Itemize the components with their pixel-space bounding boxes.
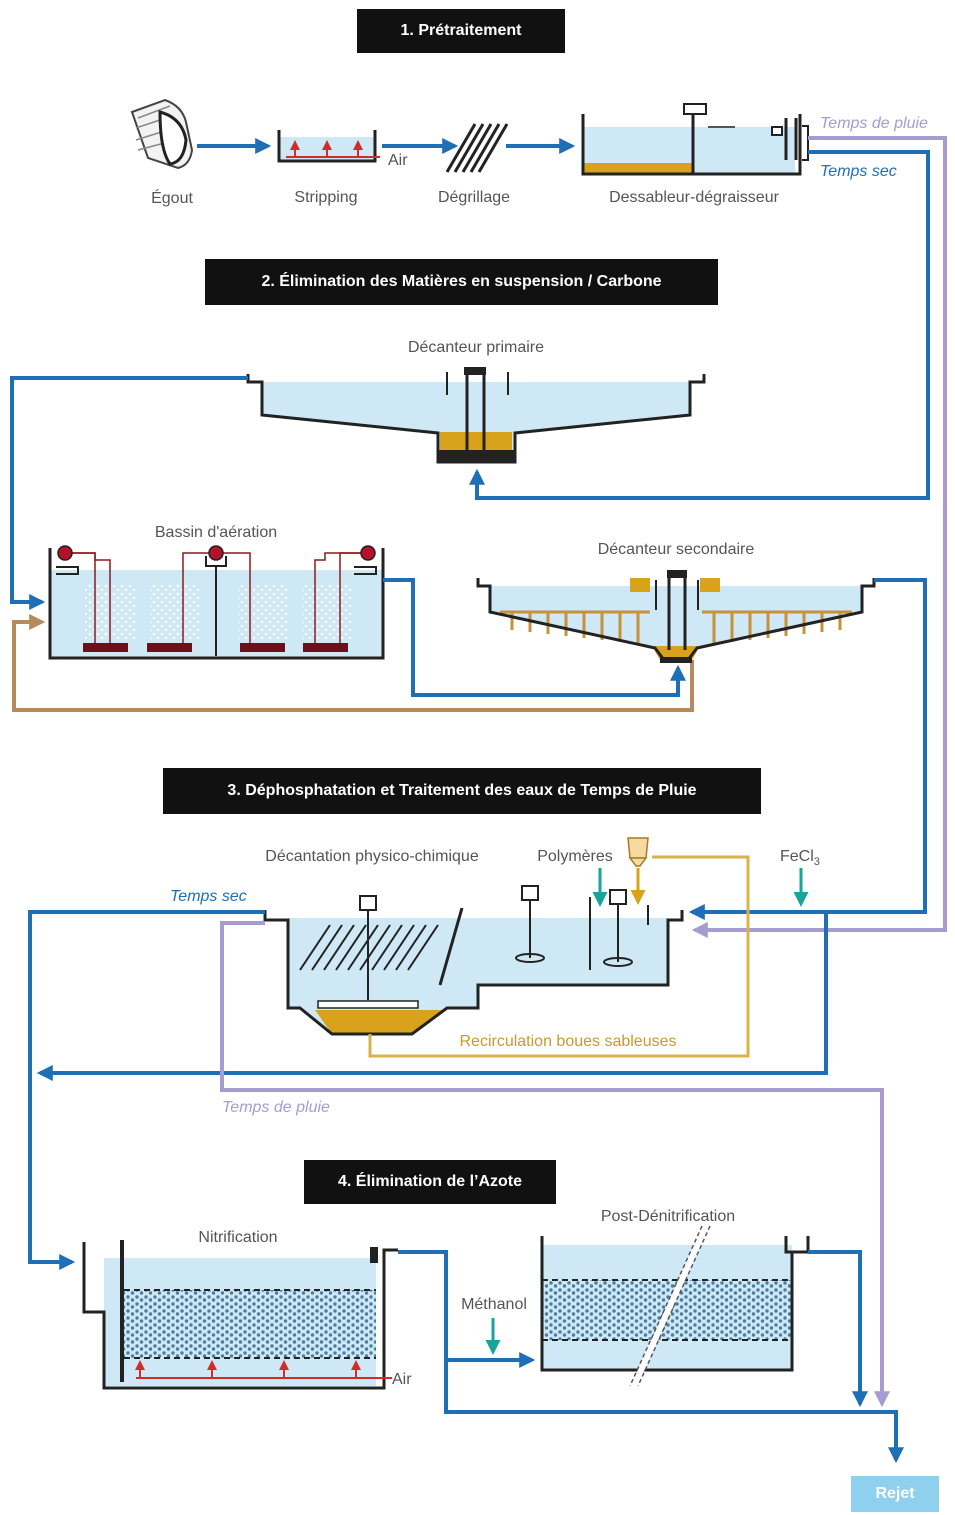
decantation-physico-tank (263, 885, 684, 1036)
dry-weather-label-2: Temps sec (170, 888, 247, 905)
fecl3-label: FeCl3 (780, 848, 820, 868)
dessableur-tank (581, 103, 809, 176)
polymeres-label: Polymères (537, 848, 613, 865)
rejet-box: Rejet (851, 1476, 939, 1512)
bassin-aeration (48, 545, 385, 660)
decanteur-primaire (246, 367, 706, 464)
fecl3-main: FeCl (780, 848, 814, 865)
flow-nitrif-postdenitrif (398, 1250, 536, 1368)
rain-weather-label-2: Temps de pluie (222, 1099, 330, 1116)
dessableur-label: Dessableur-dégraisseur (609, 189, 780, 206)
egout-pipe-icon (130, 98, 194, 170)
stripping-air-label: Air (388, 152, 408, 169)
nitrification-tank (82, 1240, 398, 1390)
decanteur-secondaire-label: Décanteur secondaire (598, 541, 755, 558)
post-denitrification-label: Post-Dénitrification (601, 1208, 735, 1225)
physico-outflow-line (36, 912, 828, 1081)
rain-weather-label-1: Temps de pluie (820, 115, 928, 132)
methanol-label: Méthanol (461, 1296, 527, 1313)
flow-aeration-secondaire (383, 578, 686, 697)
nitrification-air-label: Air (392, 1371, 412, 1388)
dry-weather-label-1: Temps sec (820, 163, 897, 180)
decantation-label: Décantation physico-chimique (265, 848, 479, 865)
rain-bypass-line (691, 136, 947, 938)
egout-label: Égout (151, 188, 193, 207)
header-dephosphatation: 3. Déphosphatation et Traitement des eau… (163, 768, 761, 814)
decanteur-secondaire (476, 570, 876, 663)
header-mes-carbone: 2. Élimination des Matières en suspensio… (205, 259, 718, 305)
decanteur-primaire-label: Décanteur primaire (408, 339, 544, 356)
degrillage-label: Dégrillage (438, 189, 510, 206)
flow-primaire-aeration (10, 376, 248, 610)
rejet-label: Rejet (875, 1485, 915, 1502)
sand-sludge-recirculation-line (368, 855, 750, 1058)
flow-postdenitrif-out (808, 1250, 868, 1408)
recirculation-label: Recirculation boues sableuses (459, 1033, 676, 1050)
bassin-aeration-label: Bassin d'aération (155, 524, 277, 541)
header-azote: 4. Élimination de l’Azote (304, 1160, 556, 1204)
stripping-tank (277, 130, 380, 163)
fecl3-subscript: 3 (814, 856, 820, 868)
flow-secondaire-physico (688, 578, 927, 920)
header-pretraitement: 1. Prétraitement (357, 9, 565, 53)
stripping-label: Stripping (294, 189, 357, 206)
dry-weather-line (469, 150, 930, 500)
return-sludge-line (12, 614, 694, 712)
polymer-dosing-funnel (627, 837, 649, 867)
flow-to-rejet (444, 1360, 904, 1464)
rain-treated-line (220, 921, 890, 1408)
nitrification-label: Nitrification (198, 1229, 277, 1246)
degrillage-screen-icon (445, 123, 509, 173)
post-denitrification-tank (540, 1224, 810, 1388)
dry-weather-bypass-line (28, 910, 265, 1270)
